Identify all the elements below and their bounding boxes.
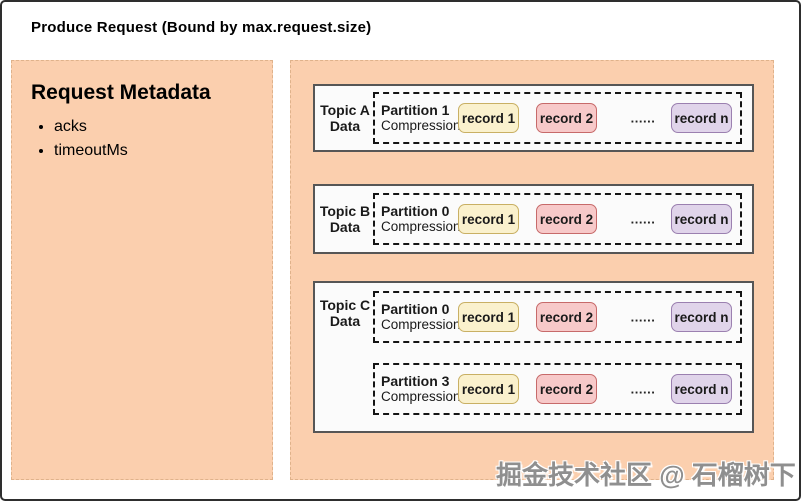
topic-c-label: Topic C Data — [315, 297, 375, 329]
metadata-item-timeoutms: timeoutMs — [54, 140, 128, 161]
partition-name: Partition 0 — [381, 203, 450, 219]
record-chip-2: record 2 — [536, 103, 597, 133]
diagram-title: Produce Request (Bound by max.request.si… — [31, 19, 372, 36]
record-ellipsis: ...... — [630, 110, 656, 126]
record-chip-2: record 2 — [536, 204, 597, 234]
partition-text: Partition 1 Compression — [381, 102, 461, 134]
topic-a-label-line2: Data — [329, 118, 361, 134]
topic-b-partition-row: Partition 0 Compression record 1 record … — [373, 193, 742, 245]
topic-a-partition-row: Partition 1 Compression record 1 record … — [373, 92, 742, 144]
partition-name: Partition 0 — [381, 301, 450, 317]
record-chip-1: record 1 — [458, 302, 519, 332]
record-chip-1: record 1 — [458, 103, 519, 133]
topic-b-box: Topic B Data Partition 0 Compression rec… — [313, 184, 754, 254]
partition-name: Partition 1 — [381, 102, 450, 118]
record-chip-2: record 2 — [536, 302, 597, 332]
topic-c-label-line1: Topic C — [319, 297, 371, 313]
topic-c-label-line2: Data — [329, 313, 361, 329]
topic-data-panel: Topic A Data Partition 1 Compression rec… — [290, 60, 774, 480]
record-chip-n: record n — [671, 103, 732, 133]
record-chip-n: record n — [671, 302, 732, 332]
record-chip-2: record 2 — [536, 374, 597, 404]
record-ellipsis: ...... — [630, 309, 656, 325]
topic-a-label-line1: Topic A — [320, 102, 370, 118]
partition-text: Partition 0 Compression — [381, 203, 461, 235]
topic-b-label-line1: Topic B — [319, 203, 371, 219]
topic-a-box: Topic A Data Partition 1 Compression rec… — [313, 84, 754, 152]
record-chip-1: record 1 — [458, 374, 519, 404]
topic-b-label: Topic B Data — [315, 203, 375, 235]
metadata-item-acks: acks — [54, 116, 128, 137]
topic-a-label: Topic A Data — [315, 102, 375, 134]
partition-compression-label: Compression — [381, 389, 461, 404]
record-chip-n: record n — [671, 374, 732, 404]
partition-compression-label: Compression — [381, 317, 461, 332]
record-chip-1: record 1 — [458, 204, 519, 234]
request-metadata-heading: Request Metadata — [31, 81, 211, 104]
watermark-text: 掘金技术社区 @ 石榴树下 — [496, 460, 796, 490]
partition-compression-label: Compression — [381, 219, 461, 234]
record-chip-n: record n — [671, 204, 732, 234]
partition-compression-label: Compression — [381, 118, 461, 133]
record-ellipsis: ...... — [630, 211, 656, 227]
partition-name: Partition 3 — [381, 373, 450, 389]
topic-c-partition-row-2: Partition 3 Compression record 1 record … — [373, 363, 742, 415]
topic-c-partition-row-1: Partition 0 Compression record 1 record … — [373, 291, 742, 343]
record-ellipsis: ...... — [630, 381, 656, 397]
topic-c-box: Topic C Data Partition 0 Compression rec… — [313, 281, 754, 433]
request-metadata-panel: Request Metadata acks timeoutMs — [11, 60, 273, 480]
topic-b-label-line2: Data — [329, 219, 361, 235]
request-metadata-list: acks timeoutMs — [36, 113, 128, 164]
partition-text: Partition 0 Compression — [381, 301, 461, 333]
partition-text: Partition 3 Compression — [381, 373, 461, 405]
